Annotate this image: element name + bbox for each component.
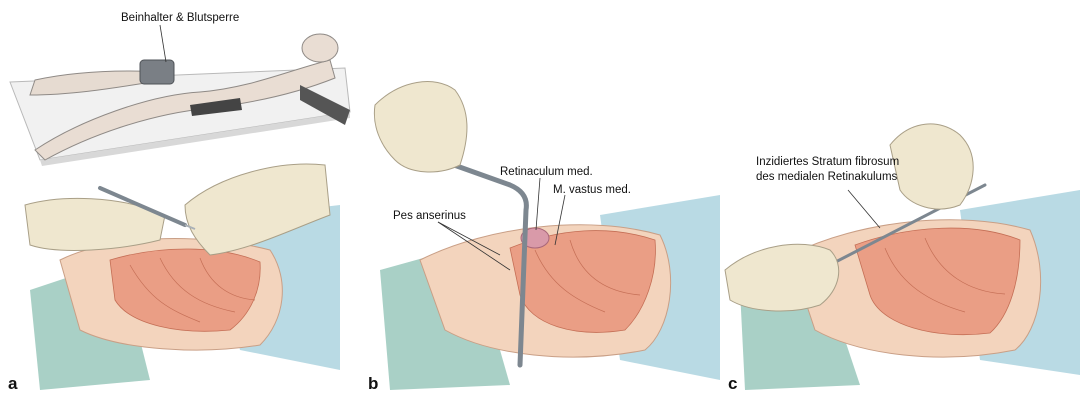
label-leg-holder: Beinhalter & Blutsperre [121, 12, 240, 24]
label-incised-line1: Inzidiertes Stratum fibrosum [756, 156, 900, 168]
panel-a-illustration [9, 24, 351, 390]
panel-b-illustration [373, 81, 720, 390]
panel-letter-c: c [728, 374, 738, 393]
panel-letter-a: a [8, 374, 18, 393]
label-retinaculum: Retinaculum med. [500, 166, 593, 178]
label-incised-line2: des medialen Retinakulums [756, 171, 898, 183]
panel-c-illustration [724, 123, 1080, 390]
label-vastus: M. vastus med. [553, 184, 631, 196]
panel-c: Inzidiertes Stratum fibrosum des mediale… [720, 0, 1080, 402]
label-pes-anserinus: Pes anserinus [393, 210, 466, 222]
panel-b: Pes anserinus Retinaculum med. M. vastus… [360, 0, 720, 402]
panel-a: Beinhalter & Blutsperre a [0, 0, 360, 402]
panel-letter-b: b [368, 374, 379, 393]
